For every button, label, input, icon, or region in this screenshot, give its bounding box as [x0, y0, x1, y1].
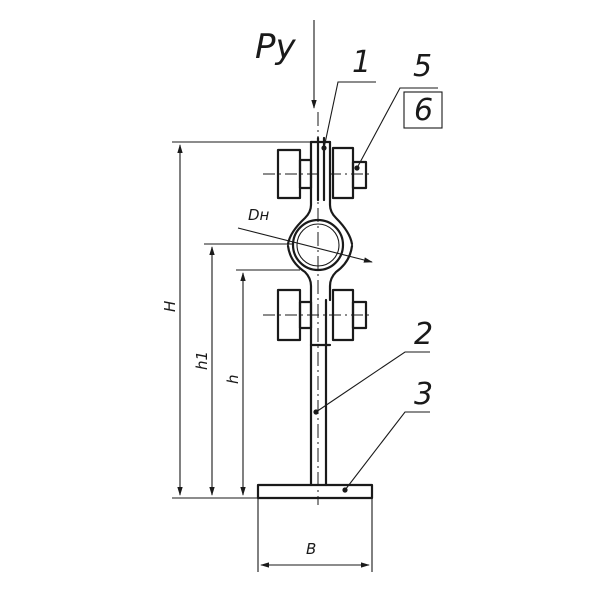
lower-bolt-assembly — [263, 288, 370, 342]
dimension-B-label: B — [306, 540, 316, 558]
leader-lines — [315, 81, 438, 491]
callout-6: 6 — [414, 93, 433, 128]
upper-clamp-strap — [286, 136, 354, 246]
support-post — [309, 298, 328, 487]
dimension-h1-label: h1 — [193, 351, 211, 370]
callout-3: 3 — [414, 377, 433, 412]
dimension-Dn — [237, 227, 373, 263]
base-plate — [256, 483, 374, 500]
dimension-Dn-label: Dн — [248, 206, 270, 224]
callout-2: 2 — [414, 317, 433, 352]
load-label: Py — [255, 27, 297, 67]
callout-1: 1 — [352, 45, 371, 80]
dimension-h-label: h — [224, 374, 242, 384]
upper-bolt-assembly — [263, 146, 370, 200]
extension-lines — [172, 141, 373, 572]
callout-5: 5 — [413, 49, 432, 84]
dimension-H-label: H — [161, 301, 179, 312]
pipe — [291, 218, 345, 272]
callout-6-box — [403, 91, 443, 129]
